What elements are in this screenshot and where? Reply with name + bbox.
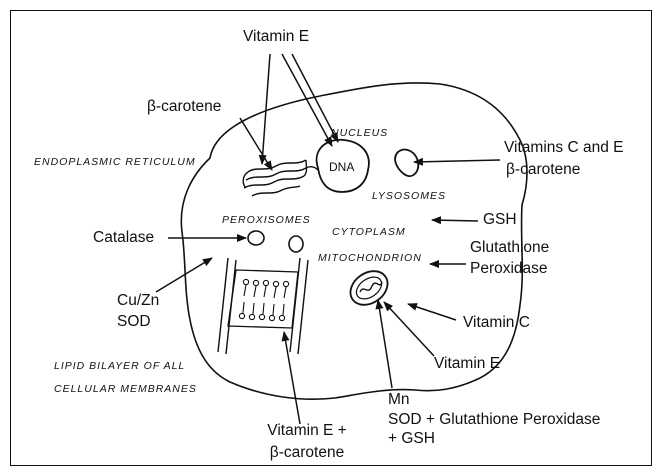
- label-lipid-bilayer-line1: LIPID BILAYER OF ALL: [54, 360, 185, 372]
- label-sod-glutathione-peroxidase: SOD + Glutathione Peroxidase: [388, 411, 600, 429]
- label-vitamin-e-right: Vitamin E: [434, 355, 500, 373]
- label-beta-carotene-left: β-carotene: [147, 98, 221, 116]
- label-gsh: GSH: [483, 211, 517, 229]
- label-cu-zn: Cu/Zn: [117, 292, 159, 310]
- label-peroxisomes: PEROXISOMES: [222, 214, 311, 226]
- label-mitochondrion: MITOCHONDRION: [318, 252, 422, 264]
- label-peroxidase: Peroxidase: [470, 260, 548, 278]
- label-vitamins-c-and-e: Vitamins C and E: [504, 139, 623, 157]
- label-lipid-bilayer-line2: CELLULAR MEMBRANES: [54, 383, 197, 395]
- label-lysosomes: LYSOSOMES: [372, 190, 446, 202]
- arrow-beta-carotene-to-er: [240, 118, 272, 170]
- label-endoplasmic-reticulum: ENDOPLASMIC RETICULUM: [34, 156, 196, 168]
- label-catalase: Catalase: [93, 229, 154, 247]
- label-beta-carotene-right: β-carotene: [506, 161, 580, 179]
- label-vitamin-e-top: Vitamin E: [243, 28, 309, 46]
- lysosome-shape: [395, 150, 418, 176]
- label-mn: Mn: [388, 391, 410, 409]
- label-vitamin-e-plus: Vitamin E +: [262, 422, 352, 440]
- arrow-vitamin-c-to-membrane: [408, 304, 456, 320]
- endoplasmic-reticulum-shape: [243, 160, 318, 196]
- peroxisome-shape-2: [289, 236, 303, 252]
- label-vitamin-c: Vitamin C: [463, 314, 530, 332]
- arrow-gsh-to-cytoplasm: [432, 220, 478, 221]
- label-glutathione: Glutathione: [470, 239, 549, 257]
- label-cytoplasm: CYTOPLASM: [332, 226, 406, 238]
- arrow-vitamins-c-e-to-lysosome: [414, 160, 500, 162]
- lipid-bilayer-shape: [218, 258, 308, 354]
- arrow-mn-sod-to-mitochondrion: [378, 300, 392, 388]
- arrow-vitamin-e-carotene-to-bilayer: [284, 332, 300, 424]
- label-plus-gsh: + GSH: [388, 430, 435, 448]
- arrow-vitamin-e-to-dna-1: [282, 54, 332, 146]
- label-beta-carotene-bottom: β-carotene: [262, 444, 352, 462]
- label-dna: DNA: [329, 160, 354, 174]
- label-sod-left: SOD: [117, 313, 151, 331]
- label-nucleus: NUCLEUS: [331, 127, 388, 139]
- peroxisome-shape-1: [248, 231, 264, 245]
